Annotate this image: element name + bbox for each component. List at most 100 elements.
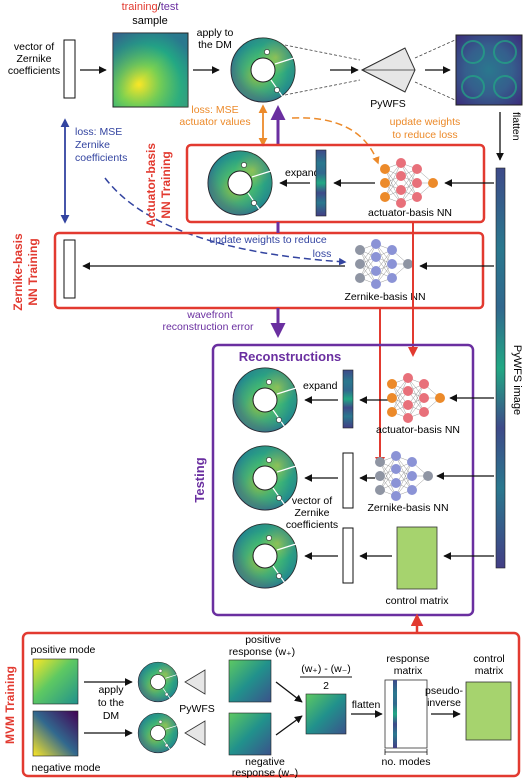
- pywfs-image-strip: [495, 167, 506, 569]
- zernike-vector-label-1: vector of: [14, 41, 54, 53]
- pywfs-mvm-negative: [184, 720, 206, 746]
- update-weights-loss-1: update weights: [390, 116, 461, 128]
- positive-response-2: response (w₊): [229, 646, 295, 658]
- expand-label-test: expand: [303, 380, 338, 392]
- beam-line-top: [284, 44, 361, 61]
- positive-response-image: [228, 659, 272, 703]
- sample-image-overlay: [113, 33, 188, 107]
- dm-actuator-training: [207, 150, 273, 216]
- mvm-apply-3: DM: [103, 710, 119, 722]
- update-weights-reduce-1: update weights to reduce: [209, 234, 326, 246]
- response-matrix: [384, 679, 428, 749]
- difference-denominator: 2: [323, 680, 329, 692]
- testing-title: Testing: [192, 457, 207, 502]
- mvm-pywfs-label: PyWFS: [179, 703, 215, 715]
- negative-response-1: negative: [245, 756, 285, 768]
- zernike-training-box: [53, 231, 485, 310]
- beam-line-bottom: [284, 79, 361, 96]
- pywfs-mvm-positive: [184, 669, 206, 695]
- difference-image: [305, 693, 347, 735]
- mvm-apply-2: to the: [98, 697, 124, 709]
- expand-label-training: expand: [285, 167, 320, 179]
- pupil-1: [461, 40, 485, 64]
- loss-actuator-2: actuator values: [179, 116, 250, 128]
- loss-zernike-2: Zernike: [75, 139, 110, 151]
- zernike-vector-test-label-3: coefficients: [286, 519, 338, 531]
- testing-box: [211, 343, 475, 617]
- beam-out-top: [414, 39, 456, 59]
- pywfs-label: PyWFS: [370, 98, 406, 110]
- response-matrix-1: response: [386, 653, 429, 665]
- header-slash: /: [158, 1, 162, 13]
- pywfs-image-label: PyWFS image: [511, 345, 523, 415]
- actuator-nn-label-test: actuator-basis NN: [376, 424, 460, 436]
- actuator-vector-training: [315, 149, 327, 217]
- header-training-test: training/test: [122, 1, 179, 13]
- mvm-flatten-label: flatten: [352, 699, 381, 711]
- dm-test-3: [232, 523, 298, 589]
- negative-mode-image: [32, 710, 79, 757]
- wavefront-error-1: wavefront: [186, 309, 233, 321]
- no-modes-label: no. modes: [381, 756, 430, 768]
- actuator-training-title-1: Actuator-basis: [144, 143, 158, 227]
- zernike-vector-label-3: coefficients: [8, 65, 60, 77]
- zernike-nn-test: [375, 451, 433, 501]
- mvm-training-box: [21, 631, 521, 778]
- actuator-nn-test: [387, 373, 445, 423]
- header-test: test: [161, 1, 179, 13]
- pupil-4: [493, 75, 517, 99]
- control-matrix-mvm: [465, 681, 512, 741]
- control-matrix-test: [396, 526, 438, 590]
- zernike-vector-mvm-test: [342, 527, 354, 584]
- update-weights-reduce-2: loss: [313, 248, 332, 260]
- zernike-vector-training: [63, 239, 76, 299]
- loss-zernike-1: loss: MSE: [75, 126, 122, 138]
- apply-dm-label-1: apply to: [197, 27, 234, 39]
- zernike-nn-label-training: Zernike-basis NN: [344, 291, 425, 303]
- flatten-label: flatten: [510, 112, 522, 141]
- pywfs-prism-edges: [361, 47, 415, 93]
- pywfs-image: [455, 34, 523, 106]
- mvm-apply-1: apply: [98, 684, 124, 696]
- zernike-vector-test-label-2: Zernike: [294, 507, 329, 519]
- header-training: training: [122, 1, 158, 13]
- beam-out-bottom: [414, 81, 456, 101]
- response-matrix-2: matrix: [394, 665, 423, 677]
- pupil-3: [461, 75, 485, 99]
- dm-test-1: [232, 367, 298, 433]
- actuator-vector-test: [342, 369, 354, 429]
- mvm-control-matrix-1: control: [473, 653, 505, 665]
- loss-actuator-1: loss: MSE: [191, 104, 238, 116]
- reconstructions-title: Reconstructions: [239, 349, 342, 364]
- pupil-2: [493, 40, 517, 64]
- arrow-pos-response: [275, 681, 303, 703]
- arrow-neg-response: [275, 715, 303, 736]
- dm-mvm-negative: [137, 712, 179, 754]
- update-weights-actuator-arrow: [291, 117, 380, 165]
- update-weights-loss-2: to reduce loss: [392, 129, 457, 141]
- actuator-nn-training: [380, 158, 438, 208]
- update-weights-zernike-arrow: [104, 177, 347, 266]
- dm-mvm-positive: [137, 661, 179, 703]
- positive-mode-image: [32, 658, 79, 705]
- actuator-nn-label-training: actuator-basis NN: [368, 207, 452, 219]
- zernike-vector-label-2: Zernike: [16, 53, 51, 65]
- control-matrix-label: control matrix: [385, 595, 449, 607]
- difference-numerator: (w₊) - (w₋): [301, 663, 351, 675]
- actuator-training-title-2: NN Training: [159, 151, 173, 218]
- mvm-training-title: MVM Training: [3, 666, 17, 744]
- pseudo-inverse-2: inverse: [427, 697, 461, 709]
- negative-mode-label: negative mode: [32, 762, 101, 774]
- response-matrix-column: [393, 680, 397, 748]
- loss-zernike-3: coefficients: [75, 152, 127, 164]
- zernike-nn-label-test: Zernike-basis NN: [367, 502, 448, 514]
- positive-mode-label: positive mode: [31, 644, 96, 656]
- dm-test-2: [232, 445, 298, 511]
- pseudo-inverse-1: pseudo-: [425, 685, 463, 697]
- negative-response-2: response (w₋): [232, 767, 298, 779]
- mvm-control-matrix-2: matrix: [475, 665, 504, 677]
- apply-dm-label-2: the DM: [198, 39, 232, 51]
- zernike-nn-training: [355, 239, 413, 289]
